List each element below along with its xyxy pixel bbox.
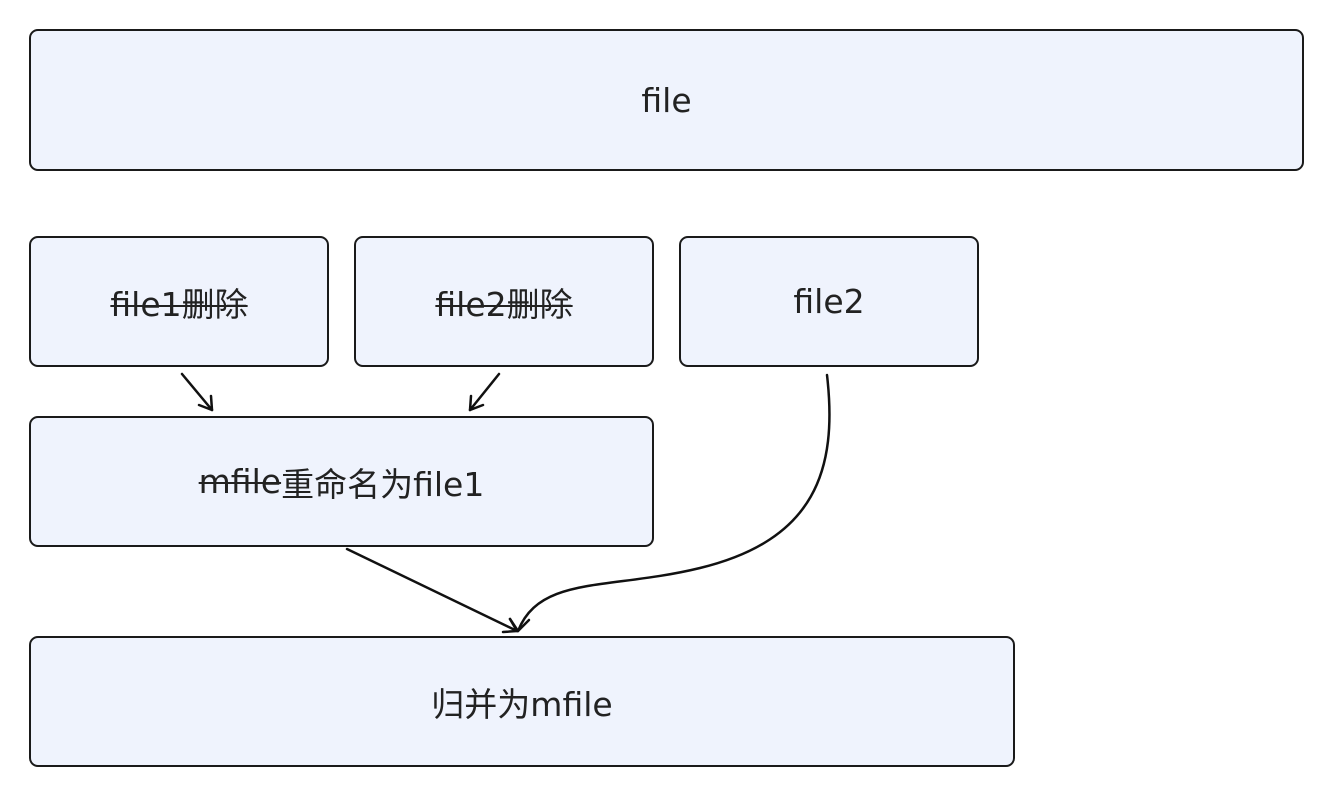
edge-file2-delete-to-rename <box>468 372 501 412</box>
node-rename-label: 重命名为file1 <box>281 464 485 504</box>
node-file1-delete-label: file1删除 <box>110 284 248 324</box>
node-file2: file2 <box>679 236 979 367</box>
node-file2-delete: file2删除 <box>354 236 654 367</box>
node-file1-delete: file1删除 <box>29 236 329 367</box>
node-file2-label: file2 <box>793 282 865 321</box>
node-merge: 归并为mfile <box>29 636 1015 767</box>
node-file: file <box>29 29 1304 171</box>
node-rename-struck-text: mfile <box>198 462 282 501</box>
node-merge-label: 归并为mfile <box>431 684 613 724</box>
edge-file2-delete-to-rename-arrowhead <box>468 394 485 412</box>
node-file-label: file <box>641 80 692 120</box>
edge-rename-to-merge <box>345 547 519 633</box>
edge-file1-delete-to-rename <box>180 372 214 412</box>
edge-file2-to-merge-arrowhead <box>508 617 531 633</box>
node-file2-delete-label: file2删除 <box>435 284 573 324</box>
edge-rename-to-merge-arrowhead <box>501 617 519 634</box>
edge-file1-delete-to-rename-arrowhead <box>197 394 214 412</box>
